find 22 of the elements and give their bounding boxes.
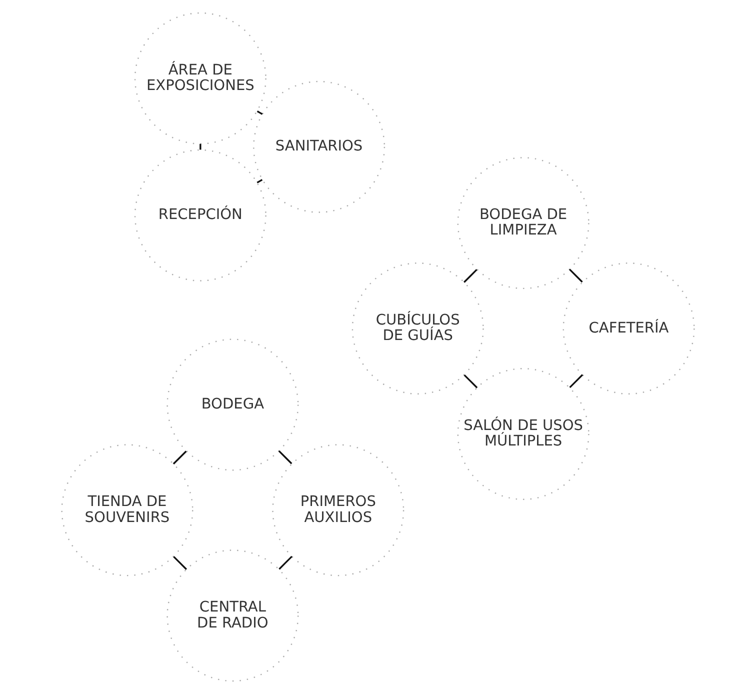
node-circle: PRIMEROS AUXILIOS [272, 444, 404, 576]
connector [172, 450, 186, 464]
connector [278, 450, 292, 464]
connector [568, 268, 582, 283]
connector [463, 268, 477, 283]
node-circle: BODEGA [166, 338, 298, 471]
connector [256, 179, 262, 184]
connector [256, 110, 262, 115]
node-circle: SALÓN DE USOS MÚLTIPLES [456, 368, 589, 500]
node-circle: SANITARIOS [252, 80, 385, 213]
connector [568, 374, 583, 388]
node-circle: CENTRAL DE RADIO [166, 550, 298, 682]
node-circle: RECEPCIÓN [134, 149, 266, 282]
connector [278, 556, 292, 570]
node-circle: BODEGA DE LIMPIEZA [456, 157, 589, 290]
node-circle: CAFETERÍA [562, 262, 694, 395]
connector [199, 144, 201, 150]
connector [463, 374, 478, 388]
connector [172, 556, 187, 570]
node-circle: TIENDA DE SOUVENIRS [60, 444, 193, 576]
node-circle: CUBÍCULOS DE GUÍAS [351, 262, 484, 395]
node-circle: ÁREA DE EXPOSICIONES [134, 12, 266, 144]
